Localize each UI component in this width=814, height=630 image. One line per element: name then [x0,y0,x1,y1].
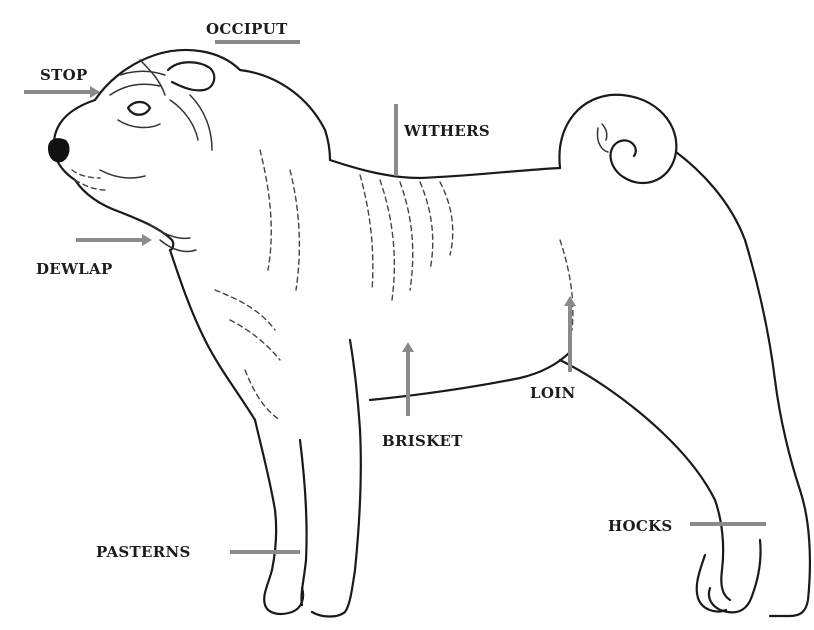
brisket-arrow [402,342,414,416]
label-brisket: BRISKET [382,432,463,450]
dog-muzzle-dots [72,170,105,190]
label-pasterns: PASTERNS [96,543,191,561]
dog-hind-foot-near [709,540,761,612]
part-labels: OCCIPUT STOP WITHERS DEWLAP LOIN BRISKET… [36,20,673,561]
dog-front-leg-near [255,420,303,614]
dog-front-leg-near-back [312,340,361,617]
dog-rump [676,152,810,616]
label-occiput: OCCIPUT [206,20,288,38]
dog-tail-detail [597,124,608,152]
label-hocks: HOCKS [608,517,673,535]
dog-eye [128,102,150,115]
dog-body-folds [215,150,573,420]
dog-front-leg-far [300,440,307,605]
dewlap-arrow [76,234,152,246]
dog-tail [559,95,676,183]
label-dewlap: DEWLAP [36,260,113,278]
dog-withers-wrinkles [360,175,453,300]
dog-head-wrinkles [100,60,212,178]
stop-arrow [24,86,100,98]
dog-nose [48,138,69,162]
dog-hind-leg-front [560,360,730,600]
pointer-arrows [24,42,766,552]
loin-arrow [564,296,576,372]
label-withers: WITHERS [403,122,490,140]
dog-neck-front [170,250,255,420]
dog-back-line [330,160,560,178]
dog-ear [168,62,214,90]
label-stop: STOP [40,66,88,84]
dog-neck-back [240,70,330,160]
label-loin: LOIN [530,384,576,402]
